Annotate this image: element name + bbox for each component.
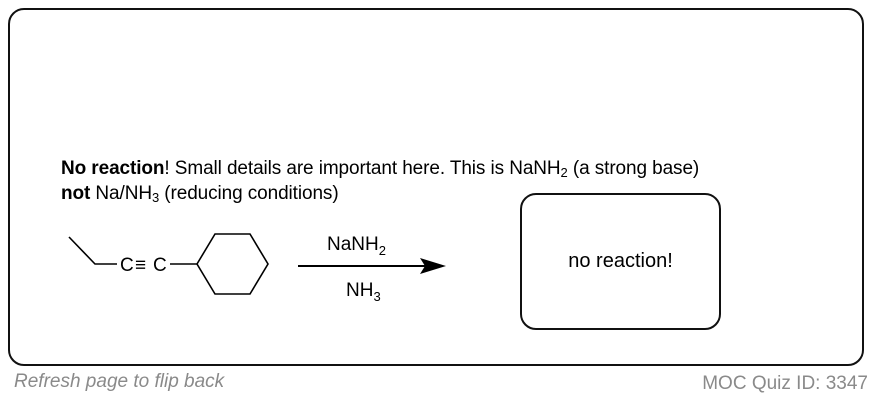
explanation-line-2: not Na/NH3 (reducing conditions)	[61, 183, 339, 205]
product-box: no reaction!	[520, 193, 721, 330]
explanation-line-1: No reaction! Small details are important…	[61, 158, 700, 180]
not-bold: not	[61, 183, 91, 204]
answer-explanation: No reaction! Small details are important…	[61, 156, 831, 206]
product-label: no reaction!	[568, 250, 673, 272]
no-reaction-bold: No reaction	[61, 158, 165, 179]
flip-back-hint: Refresh page to flip back	[14, 371, 225, 392]
flashcard[interactable]	[8, 8, 864, 366]
quiz-id: MOC Quiz ID: 3347	[702, 373, 868, 394]
